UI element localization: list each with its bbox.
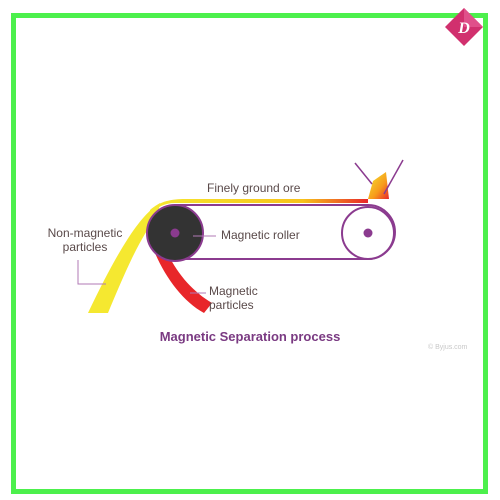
logo-letter: D [457,20,470,37]
magnetic-roller-label: Magnetic roller [221,228,300,242]
hopper-left-wall [354,162,373,185]
leader-non-magnetic [77,260,106,285]
hopper-right-wall [383,159,404,195]
non-magnetic-particles-label: Non-magnetic particles [47,226,123,254]
brand-logo-icon: D [445,8,483,46]
ore-layer [150,199,368,213]
magnetic-roller-axle [170,228,180,238]
finely-ground-ore-label: Finely ground ore [207,181,301,195]
green-border-frame [11,13,488,494]
diagram-caption: Magnetic Separation process [159,329,341,344]
hopper-ore [368,172,389,199]
magnetic-particles-label: Magnetic particles [209,284,258,312]
non-magnetic-stream [88,203,160,313]
idle-roller-axle [363,228,373,238]
watermark: © Byjus.com [428,344,468,351]
